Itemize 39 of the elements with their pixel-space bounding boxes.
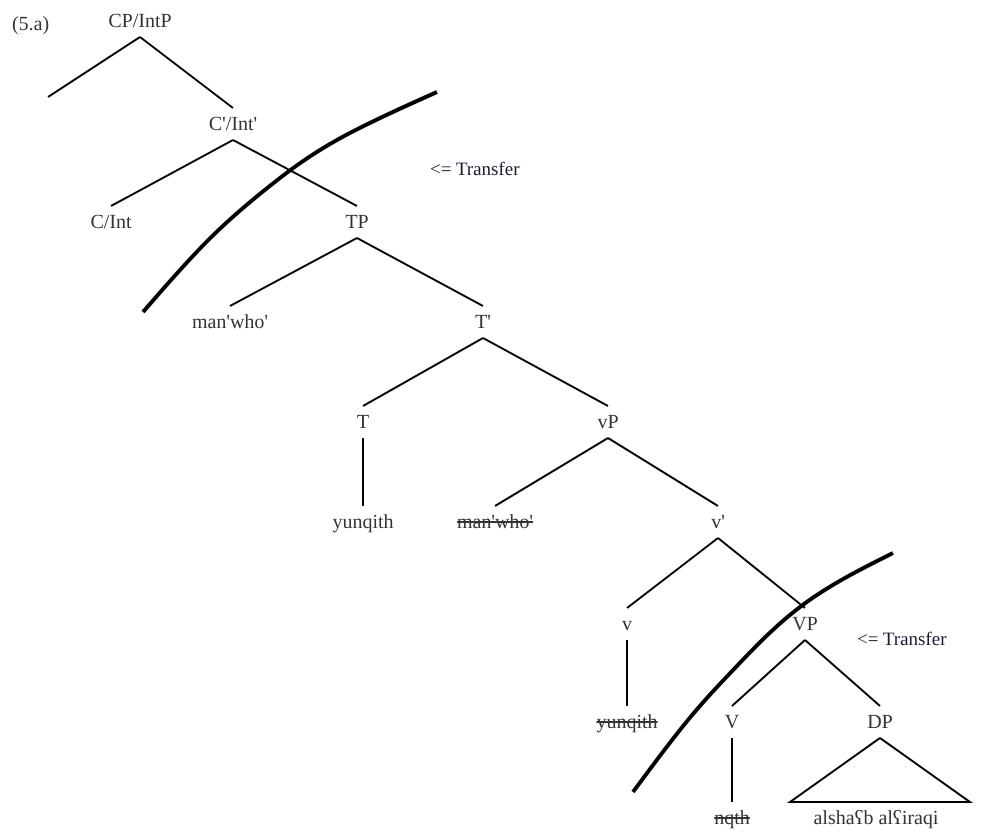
- tree-branch: [607, 437, 719, 507]
- tree-branch: [482, 337, 608, 407]
- phrase-triangle: [786, 736, 974, 803]
- tree-branch: [47, 36, 141, 98]
- tree-node-label: vP: [597, 412, 619, 432]
- tree-node-label: T': [475, 312, 491, 332]
- tree-node-label: DP: [867, 712, 893, 732]
- transfer-note: <= Transfer: [857, 629, 947, 651]
- tree-branch: [232, 139, 358, 207]
- tree-node-label: C/Int: [90, 212, 132, 232]
- tree-branch: [494, 437, 609, 507]
- tree-node-label: yunqith: [332, 512, 394, 532]
- tree-node-label: v': [711, 512, 725, 532]
- example-number: (5.a): [12, 13, 50, 35]
- tree-node-label: v: [622, 614, 632, 634]
- tree-node-label: VP: [792, 614, 818, 634]
- deleted-copy-label: man'who': [456, 512, 534, 532]
- tree-node-label: man'who': [192, 312, 268, 332]
- tree-branch: [356, 237, 484, 307]
- tree-branch: [717, 537, 806, 609]
- tree-branch: [731, 639, 806, 707]
- tree-branch: [626, 640, 628, 706]
- transfer-note: <= Transfer: [430, 159, 520, 181]
- tree-node-label: CP/IntP: [108, 11, 172, 31]
- tree-branch: [362, 337, 484, 407]
- tree-branch: [804, 639, 881, 707]
- tree-branch: [731, 738, 733, 802]
- tree-branch: [626, 537, 719, 609]
- tree-node-label: alshaʕb alʕiraqi: [814, 808, 938, 828]
- tree-branch: [230, 237, 358, 307]
- tree-node-label: C'/Int': [208, 114, 258, 134]
- deleted-copy-label: yunqith: [596, 712, 658, 732]
- tree-node-label: T: [356, 412, 370, 432]
- deleted-copy-label: nqth: [714, 808, 750, 828]
- tree-branch: [362, 438, 364, 506]
- tree-node-label: TP: [345, 212, 369, 232]
- tree-branch: [139, 36, 234, 109]
- tree-branch: [110, 139, 234, 207]
- tree-node-label: V: [724, 712, 740, 732]
